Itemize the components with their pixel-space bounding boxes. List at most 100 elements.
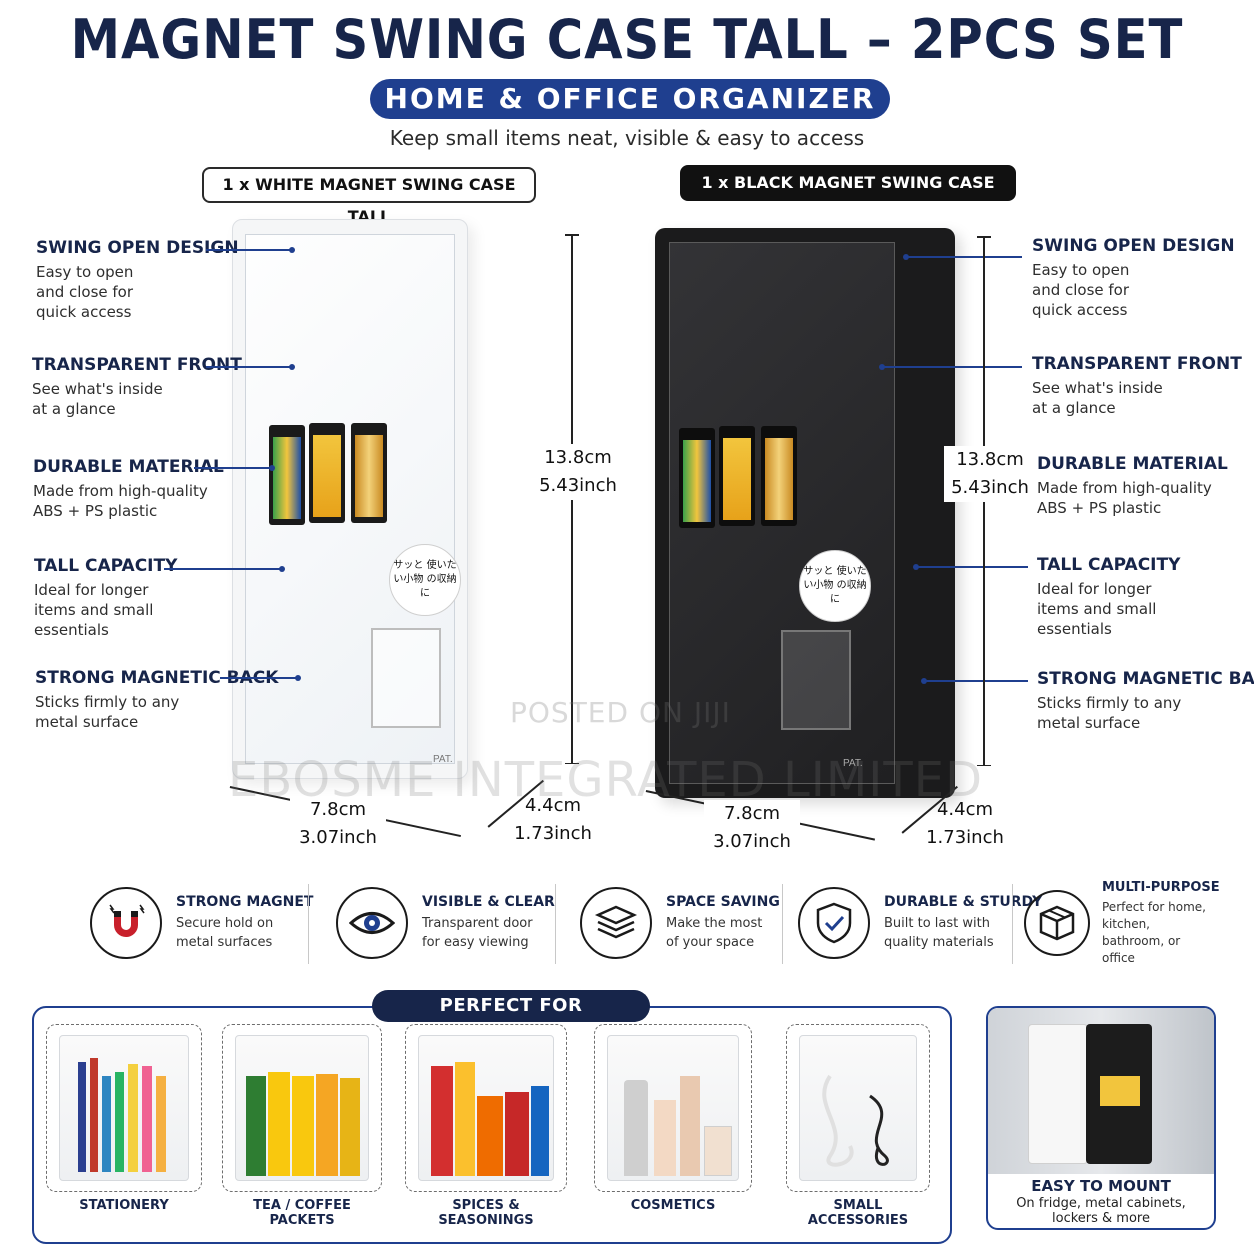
height-inch: 5.43inch <box>951 477 1029 498</box>
feature-title: TRANSPARENT FRONT <box>32 355 242 375</box>
divider <box>1012 884 1013 964</box>
feature-magnetic-right: STRONG MAGNETIC BACK Sticks firmly to an… <box>1037 669 1254 733</box>
company-watermark: EBOSME INTEGRATED LIMITED <box>228 752 984 808</box>
black-case-pocket <box>781 630 851 730</box>
fridge-mount-photo <box>988 1008 1214 1174</box>
black-case-slot <box>679 428 715 528</box>
mount-desc: On fridge, metal cabinets, lockers & mor… <box>1016 1196 1186 1226</box>
leader-line <box>220 675 301 680</box>
benefit-durable-sturdy: DURABLE & STURDY Built to last with qual… <box>798 878 1042 968</box>
depth-dimension-label: 4.4cm 1.73inch <box>920 796 1010 852</box>
feature-title: TALL CAPACITY <box>1037 555 1181 575</box>
mount-title: EASY TO MOUNT <box>1031 1177 1171 1195</box>
feature-title: TRANSPARENT FRONT <box>1032 354 1242 374</box>
feature-desc: Sticks firmly to any metal surface <box>35 693 180 731</box>
height-cm: 13.8cm <box>956 449 1024 470</box>
leader-line <box>882 366 1022 368</box>
feature-durable-left: DURABLE MATERIAL Made from high-quality … <box>33 457 224 521</box>
width-inch: 3.07inch <box>299 827 377 848</box>
feature-title: STRONG MAGNETIC BACK <box>1037 669 1254 689</box>
white-case-slot <box>351 423 387 523</box>
black-variant-label: 1 x BLACK MAGNET SWING CASE TALL <box>680 165 1016 228</box>
japanese-sticker: サッと 使いたい小物 の収納に <box>389 544 461 616</box>
divider <box>782 884 783 964</box>
depth-dimension-label: 4.4cm 1.73inch <box>508 792 598 848</box>
feature-swing-open-left: SWING OPEN DESIGN Easy to open and close… <box>36 238 239 322</box>
leader-line <box>924 680 1028 682</box>
leader-line <box>206 247 295 252</box>
leader-line <box>906 256 1022 258</box>
case-with-spices <box>418 1035 554 1181</box>
feature-title: STRONG MAGNETIC BACK <box>35 668 279 688</box>
white-case-slot <box>309 423 345 523</box>
box-icon <box>1024 890 1090 956</box>
shield-check-icon <box>798 887 870 959</box>
tile-label: TEA / COFFEE PACKETS <box>253 1198 351 1228</box>
width-inch: 3.07inch <box>713 831 791 852</box>
tile-stationery <box>46 1024 202 1192</box>
benefit-title: SPACE SAVING <box>666 894 780 910</box>
feature-desc: Made from high-quality ABS + PS plastic <box>1037 479 1212 517</box>
feature-tall-right: TALL CAPACITY Ideal for longer items and… <box>1037 555 1197 639</box>
feature-title: TALL CAPACITY <box>34 556 178 576</box>
depth-inch: 1.73inch <box>926 827 1004 848</box>
leader-line <box>916 566 1028 568</box>
benefit-title: VISIBLE & CLEAR <box>422 894 555 910</box>
mount-panel <box>986 1006 1216 1230</box>
tile-label: STATIONERY <box>79 1198 169 1213</box>
benefit-title: STRONG MAGNET <box>176 894 314 910</box>
tile-cosmetics <box>594 1024 752 1192</box>
main-title: MAGNET SWING CASE TALL – 2PCS SET <box>70 8 1184 71</box>
black-case-image: サッと 使いたい小物 の収納に PAT. <box>655 228 955 798</box>
tile-spices <box>405 1024 567 1192</box>
height-dimension-label: 13.8cm 5.43inch <box>530 444 626 500</box>
tile-label: SMALL ACCESSORIES <box>807 1198 909 1228</box>
height-inch: 5.43inch <box>539 475 617 496</box>
benefit-desc: Transparent door for easy viewing <box>422 916 533 950</box>
feature-transparent-left: TRANSPARENT FRONT See what's inside at a… <box>32 355 242 419</box>
benefit-title: DURABLE & STURDY <box>884 894 1043 910</box>
width-cm: 7.8cm <box>723 803 781 824</box>
width-dimension-label: 7.8cm 3.07inch <box>704 800 800 856</box>
tile-label: COSMETICS <box>630 1198 716 1213</box>
width-dimension-label: 7.8cm 3.07inch <box>290 796 386 852</box>
subtitle-banner: HOME & OFFICE ORGANIZER <box>370 79 890 119</box>
japanese-sticker: サッと 使いたい小物 の収納に <box>799 550 871 622</box>
benefit-desc: Make the most of your space <box>666 916 763 950</box>
magnet-icon <box>90 887 162 959</box>
benefit-visible-clear: VISIBLE & CLEAR Transparent door for eas… <box>336 878 555 968</box>
benefit-space-saving: SPACE SAVING Make the most of your space <box>580 878 780 968</box>
feature-magnetic-left: STRONG MAGNETIC BACK Sticks firmly to an… <box>35 668 278 732</box>
case-with-cables <box>799 1035 917 1181</box>
height-dimension-label: 13.8cm 5.43inch <box>944 446 1036 502</box>
eye-icon <box>336 887 408 959</box>
organizing-title: PERFECT FOR ORGANIZING <box>372 990 650 1048</box>
case-with-tea-packets <box>235 1035 369 1181</box>
feature-swing-open-right: SWING OPEN DESIGN Easy to open and close… <box>1032 236 1235 320</box>
benefit-title: MULTI-PURPOSE <box>1102 879 1220 895</box>
feature-desc: Easy to open and close for quick access <box>36 263 134 321</box>
feature-tall-left: TALL CAPACITY Ideal for longer items and… <box>34 556 194 640</box>
black-case-slot <box>719 426 755 526</box>
tile-label: SPICES & SEASONINGS <box>438 1198 534 1228</box>
feature-desc: Sticks firmly to any metal surface <box>1037 694 1182 732</box>
benefit-strong-magnet: STRONG MAGNET Secure hold on metal surfa… <box>90 878 313 968</box>
white-case-pocket <box>371 628 441 728</box>
width-cm: 7.8cm <box>309 799 367 820</box>
feature-desc: Ideal for longer items and small essenti… <box>1037 580 1157 638</box>
feature-desc: Ideal for longer items and small essenti… <box>34 581 154 639</box>
feature-title: DURABLE MATERIAL <box>33 457 224 477</box>
benefit-desc: Perfect for home, kitchen, bathroom, or … <box>1102 899 1206 965</box>
posted-watermark: POSTED ON JIJI <box>510 696 731 729</box>
feature-desc: Easy to open and close for quick access <box>1032 261 1130 319</box>
feature-title: SWING OPEN DESIGN <box>36 238 239 258</box>
feature-title: SWING OPEN DESIGN <box>1032 236 1235 256</box>
benefit-desc: Built to last with quality materials <box>884 916 994 950</box>
feature-transparent-right: TRANSPARENT FRONT See what's inside at a… <box>1032 354 1242 418</box>
case-with-cosmetics <box>607 1035 739 1181</box>
layers-icon <box>580 887 652 959</box>
white-variant-label: 1 x WHITE MAGNET SWING CASE TALL <box>202 167 536 226</box>
tile-tea-coffee <box>222 1024 382 1192</box>
benefit-multi-purpose: MULTI-PURPOSE Perfect for home, kitchen,… <box>1024 878 1220 968</box>
feature-desc: See what's inside at a glance <box>1032 379 1163 417</box>
